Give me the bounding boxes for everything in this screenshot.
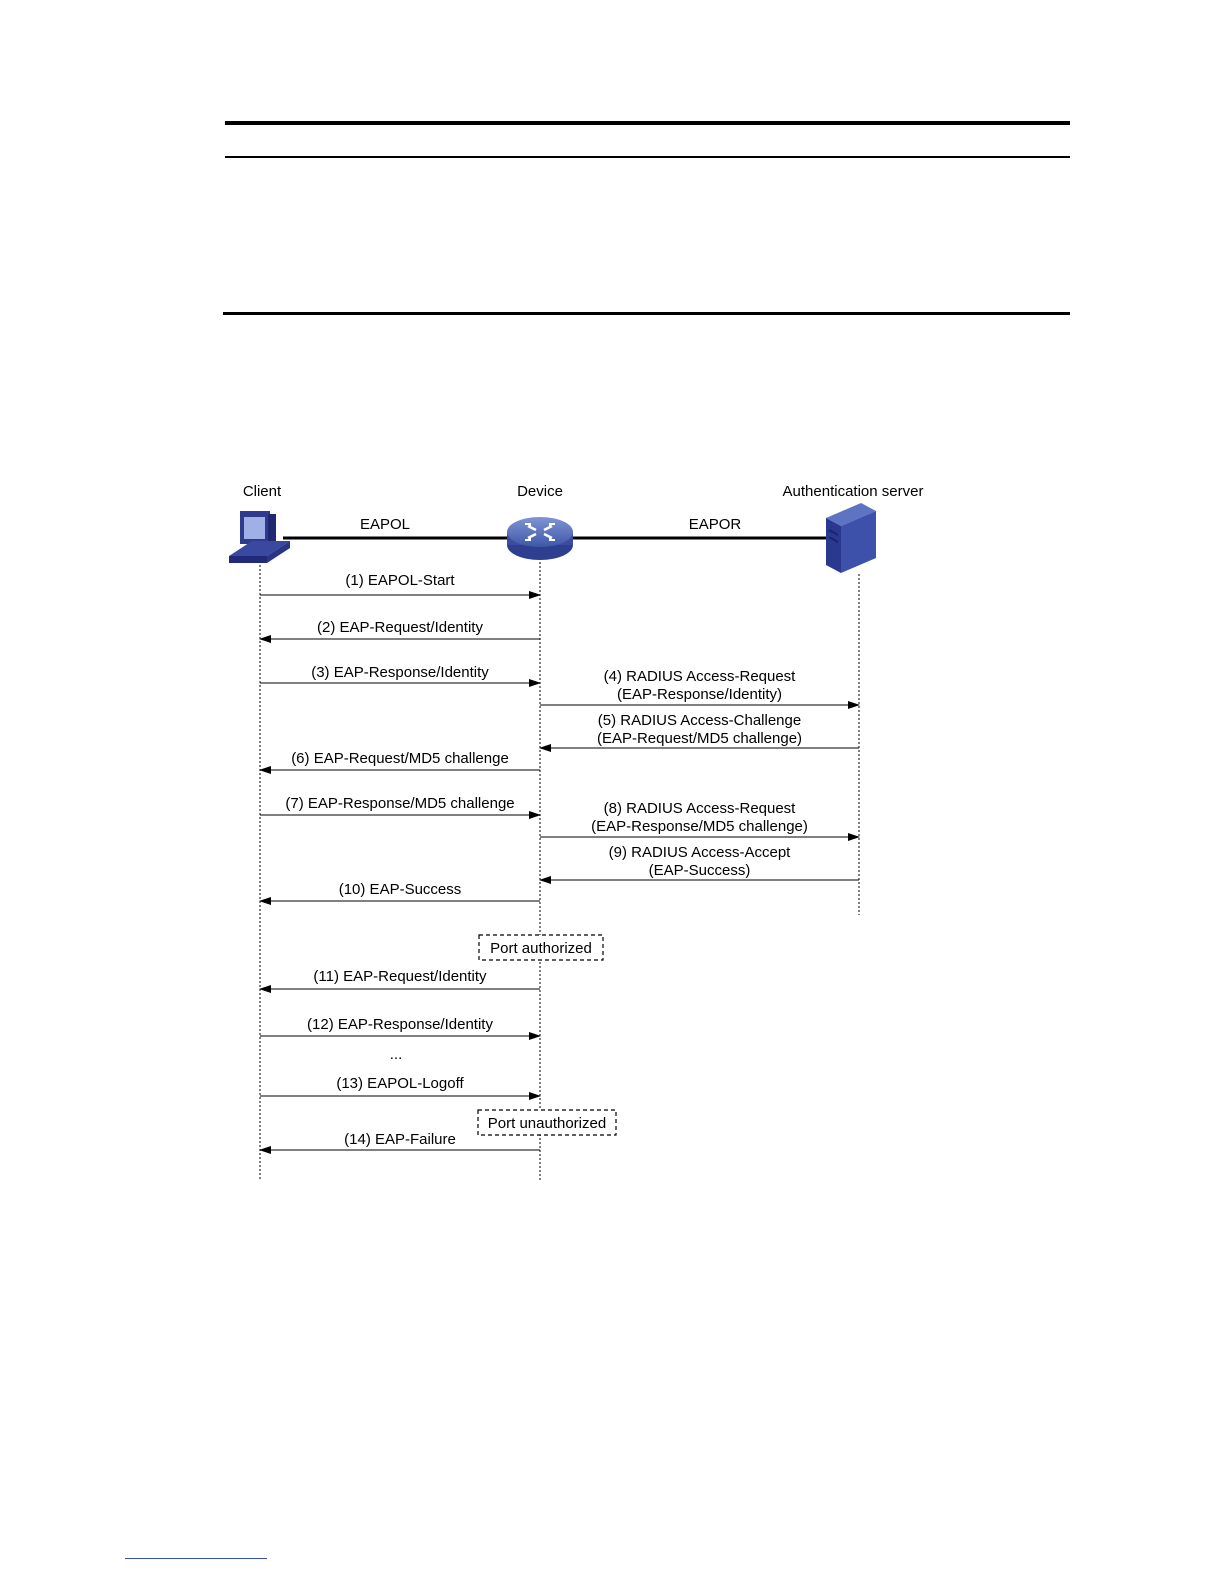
message-label-m1: (1) EAPOL-Start (345, 572, 455, 589)
eapor-link-label: EAPOR (689, 516, 742, 533)
message-label-m8-line1: (8) RADIUS Access-Request (604, 800, 797, 817)
client-label: Client (243, 483, 282, 500)
table-top-rule (225, 121, 1070, 125)
port-unauthorized-label: Port unauthorized (488, 1115, 606, 1132)
server-label: Authentication server (783, 483, 924, 500)
message-label-m9-line2: (EAP-Success) (649, 862, 751, 879)
port-authorized-state: Port authorized (478, 934, 604, 961)
eapol-link-label: EAPOL (360, 516, 410, 533)
message-label-m11: (11) EAP-Request/Identity (313, 968, 487, 985)
port-authorized-label: Port authorized (490, 940, 592, 957)
server-icon (826, 503, 876, 573)
message-label-m5-line1: (5) RADIUS Access-Challenge (598, 712, 801, 729)
table-bottom-rule (223, 312, 1070, 315)
message-label-m6: (6) EAP-Request/MD5 challenge (291, 750, 509, 767)
message-label-m13: (13) EAPOL-Logoff (336, 1075, 464, 1092)
client-pc-icon (229, 511, 290, 563)
message-label-m4-line1: (4) RADIUS Access-Request (604, 668, 797, 685)
device-label: Device (517, 483, 563, 500)
message-label-m2: (2) EAP-Request/Identity (317, 619, 483, 636)
message-label-m12: (12) EAP-Response/Identity (307, 1016, 493, 1033)
message-label-m5-line2: (EAP-Request/MD5 challenge) (597, 730, 802, 747)
message-label-m8-line2: (EAP-Response/MD5 challenge) (591, 818, 808, 835)
footnote-rule (125, 1558, 267, 1559)
message-label-m9-line1: (9) RADIUS Access-Accept (609, 844, 792, 861)
message-label-m14: (14) EAP-Failure (344, 1131, 456, 1148)
device-router-icon (507, 517, 573, 560)
message-label-m3: (3) EAP-Response/Identity (311, 664, 489, 681)
message-label-m4-line2: (EAP-Response/Identity) (617, 686, 782, 703)
table-header-rule (225, 156, 1070, 158)
message-label-m10: (10) EAP-Success (339, 881, 462, 898)
message-label-m7: (7) EAP-Response/MD5 challenge (285, 795, 514, 812)
port-unauthorized-state: Port unauthorized (477, 1109, 617, 1136)
ellipsis: ... (390, 1046, 403, 1063)
